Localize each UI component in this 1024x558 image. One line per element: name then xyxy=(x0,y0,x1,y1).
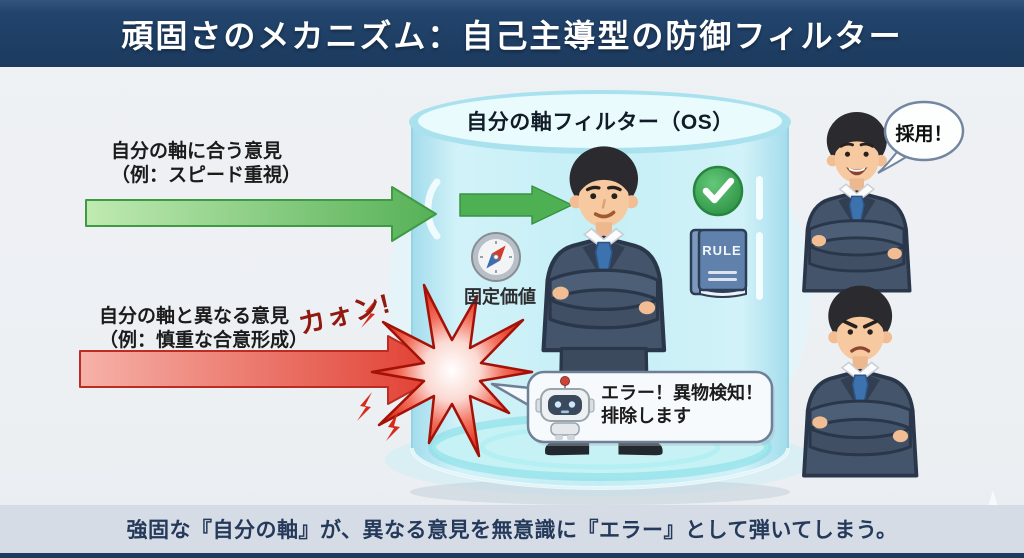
angry-man-figure xyxy=(802,283,919,478)
cylinder-shadow xyxy=(410,479,790,505)
robot-bubble-line1: エラー！異物検知！ xyxy=(601,383,763,403)
robot-icon xyxy=(535,376,595,440)
differing-opinion-line1: 自分の軸と異なる意見 xyxy=(99,306,290,327)
compass-icon xyxy=(471,232,521,282)
lightning-icon xyxy=(357,298,400,441)
accepted-arrow xyxy=(85,185,573,242)
matching-opinion-line1: 自分の軸に合う意見 xyxy=(111,141,283,162)
center-man-figure xyxy=(543,146,664,457)
robot-bubble-text: エラー！異物検知！ 排除します xyxy=(601,382,763,428)
page-title: 頑固さのメカニズム：自己主導型の防御フィルター xyxy=(121,17,903,54)
explosion-icon xyxy=(370,283,534,458)
check-icon xyxy=(692,165,744,217)
happy-man-figure xyxy=(802,110,912,293)
rule-book-label: RULE xyxy=(702,243,742,258)
accept-speech-bubble xyxy=(877,100,965,174)
robot-bubble-line2: 排除します xyxy=(601,406,691,426)
filter-title: 自分の軸フィルター（OS） xyxy=(466,111,734,134)
rule-book-icon xyxy=(689,228,748,298)
robot-speech-bubble xyxy=(490,370,775,446)
matching-opinion-label: 自分の軸に合う意見 （例：スピード重視） xyxy=(111,140,301,188)
differing-opinion-label: 自分の軸と異なる意見 （例：慎重な合意形成） xyxy=(99,305,308,353)
footer-strip xyxy=(0,553,1024,558)
footer-banner: 強固な『自分の軸』が、異なる意見を無意識に『エラー』として弾いてしまう。 xyxy=(0,505,1024,553)
differing-opinion-line2: （例：慎重な合意形成） xyxy=(99,330,309,351)
header-banner: 頑固さのメカニズム：自己主導型の防御フィルター xyxy=(0,0,1024,67)
accepted-arrow-inner xyxy=(459,185,573,225)
matching-opinion-line2: （例：スピード重視） xyxy=(111,165,302,186)
compass-label: 固定価値 xyxy=(464,287,536,307)
footer-summary: 強固な『自分の軸』が、異なる意見を無意識に『エラー』として弾いてしまう。 xyxy=(126,519,898,542)
accept-bubble-text: 採用！ xyxy=(895,124,953,145)
